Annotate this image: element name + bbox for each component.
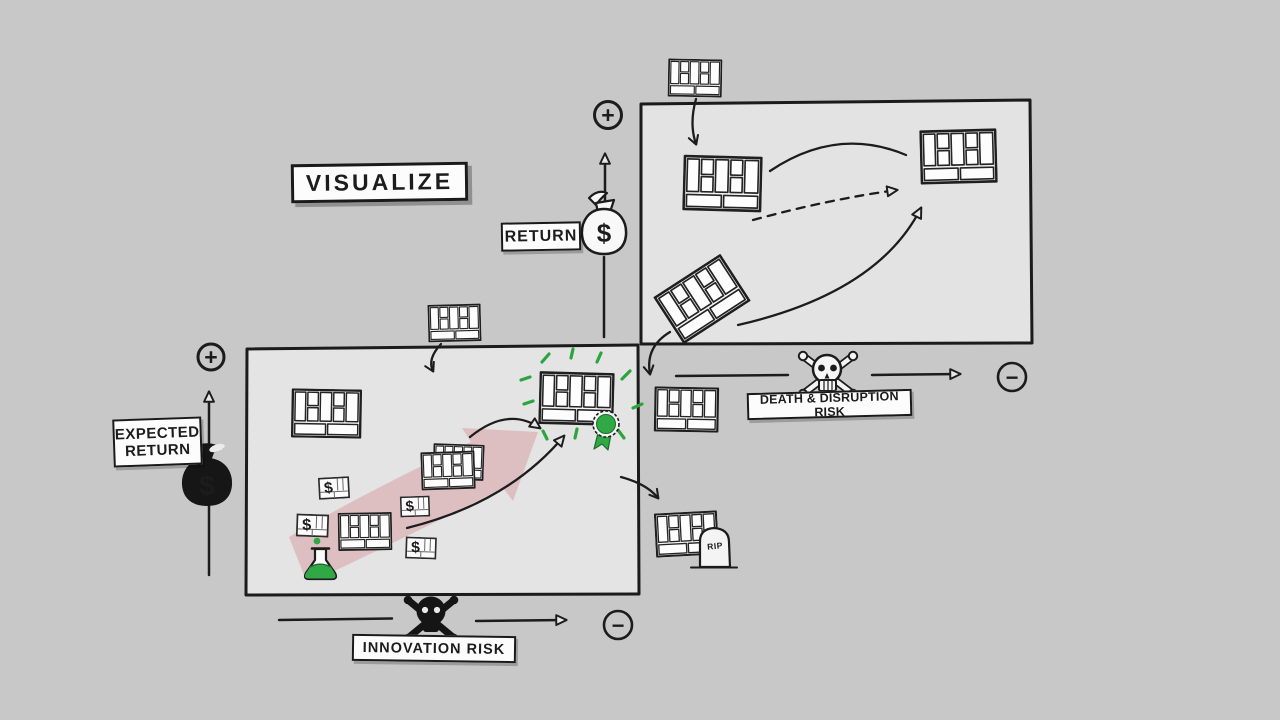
dollar-bill [399, 495, 431, 518]
plus-circle [196, 342, 226, 372]
return-text: RETURN [504, 226, 578, 246]
expected-return-label: EXPECTED RETURN [112, 416, 203, 468]
bmc-thumbnail-incoming-left [427, 303, 482, 343]
arrow-early-to-winner [405, 434, 566, 530]
plus-circle [593, 100, 623, 130]
bmc-thumbnail-improved [919, 128, 998, 185]
arrow-to-tombstone [619, 475, 660, 500]
innovation-risk-label: INNOVATION RISK [351, 633, 517, 664]
plus-sign: + [601, 102, 614, 128]
bmc-thumbnail-early [337, 511, 393, 552]
return-label: RETURN [500, 221, 582, 252]
dollar-bill [317, 476, 351, 500]
skull-crossbones-icon [403, 595, 459, 643]
arrow-declining-exit [642, 330, 672, 376]
dollar-bill [405, 536, 437, 560]
sparkle-icon [519, 347, 644, 441]
visualize-label: VISUALIZE [290, 161, 469, 204]
arrow-stack-to-winner [468, 417, 542, 439]
arrow-declining-to-improved [736, 206, 923, 327]
right-y-axis: + $ [580, 100, 628, 339]
dollar-bill [295, 513, 330, 538]
bmc-thumbnail-established [290, 388, 363, 439]
bmc-thumbnail-incoming-right [667, 58, 723, 98]
arrow-dashed-exploit-to-improved [751, 185, 899, 222]
rip-text: RIP [707, 540, 724, 552]
dollar-sign: $ [597, 218, 612, 248]
minus-circle [602, 609, 634, 641]
plus-sign: + [204, 344, 217, 370]
arrow-into-right-panel [687, 97, 699, 146]
money-bag-icon: $ [580, 190, 628, 256]
visualize-text: VISUALIZE [305, 167, 454, 197]
left-x-axis: − [277, 595, 634, 643]
innovation-risk-text: INNOVATION RISK [362, 639, 506, 658]
minus-sign: − [1006, 365, 1019, 390]
arrow-into-left-panel [424, 342, 443, 373]
death-disruption-risk-label: DEATH & DISRUPTION RISK [746, 388, 913, 421]
arc-exploit-to-improved [768, 142, 908, 173]
award-rosette-icon [592, 410, 620, 451]
bmc-thumbnail-exploit [682, 154, 763, 213]
minus-sign: − [612, 613, 625, 638]
expected-return-line2: RETURN [124, 440, 191, 461]
minus-circle [996, 361, 1028, 393]
dollar-sign: $ [199, 470, 215, 501]
bmc-thumbnail-at-risk [653, 386, 720, 433]
death-disruption-risk-text: DEATH & DISRUPTION RISK [759, 388, 899, 419]
tombstone-icon: RIP [690, 526, 738, 569]
flask-icon [303, 537, 338, 581]
bmc-thumbnail-stack-front [420, 450, 476, 491]
